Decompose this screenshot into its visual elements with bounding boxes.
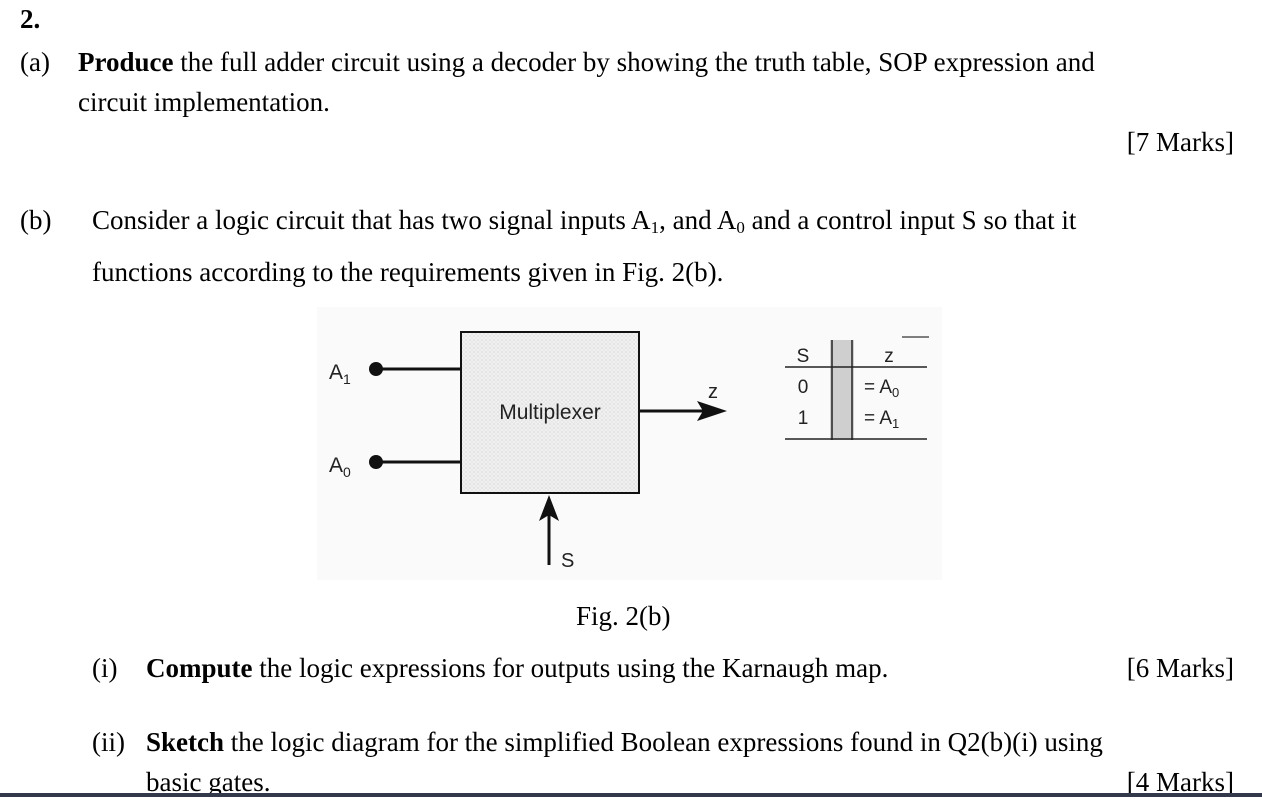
sub-i-marks: [6 Marks] [1126,653,1234,683]
page-bottom-edge [0,793,1262,797]
output-label: z [708,381,718,403]
part-b-label: (b) [20,205,52,235]
table-row-1-s: 1 [798,408,809,429]
part-a-line2: circuit implementation. [78,87,330,117]
part-b-text-a: Consider a logic circuit that has two si… [92,205,651,235]
table-header-z: z [884,346,894,367]
sub-ii-line1: Sketch the logic diagram for the simplif… [146,725,1103,759]
part-a-verb: Produce [78,47,174,77]
table-row-1-z: = A1 [864,408,899,431]
figure-caption: Fig. 2(b) [576,601,671,631]
input-a1-label: A1 [329,361,351,387]
control-label: S [561,550,574,572]
part-a-marks: [7 Marks] [1126,127,1234,157]
part-b-line1: Consider a logic circuit that has two si… [92,203,1076,237]
part-b-text-c: and a control input S so that it [744,205,1077,235]
sub-i-line: Compute the logic expressions for output… [146,651,888,685]
part-a-text1: the full adder circuit using a decoder b… [173,47,1095,77]
part-b-sub1: 1 [650,218,660,237]
table-header-s: S [797,346,810,367]
part-b-text-b: , and A [659,205,737,235]
table-shaded-column [830,340,854,440]
part-a-label: (a) [20,47,50,77]
sub-ii-label: (ii) [92,727,125,757]
input-a0-label: A0 [329,454,351,480]
figure-2b: Multiplexer A1 A0 z S S z 0 = A0 1 [317,307,942,580]
table-row-0-s: 0 [798,377,809,398]
part-a-line1: Produce the full adder circuit using a d… [78,45,1095,79]
sub-i-text: the logic expressions for outputs using … [252,653,889,683]
function-table: S z 0 = A0 1 = A1 [785,336,929,440]
table-row-0-z: = A0 [864,377,899,400]
question-number: 2. [20,4,41,34]
sub-ii-marks: [4 Marks] [1126,767,1234,797]
multiplexer-block [460,331,640,494]
part-b-sub0: 0 [736,218,745,237]
control-arrow [539,495,559,521]
sub-i-verb: Compute [146,653,253,683]
sub-i-label: (i) [92,653,118,683]
sub-ii-line2: basic gates. [146,767,271,797]
output-arrow [697,401,727,421]
multiplexer-diagram: Multiplexer A1 A0 z S S z 0 = A0 1 [329,331,929,572]
sub-ii-verb: Sketch [146,727,225,757]
multiplexer-label: Multiplexer [499,401,601,424]
part-b-line2: functions according to the requirements … [92,257,724,287]
sub-ii-text1: the logic diagram for the simplified Boo… [224,727,1103,757]
